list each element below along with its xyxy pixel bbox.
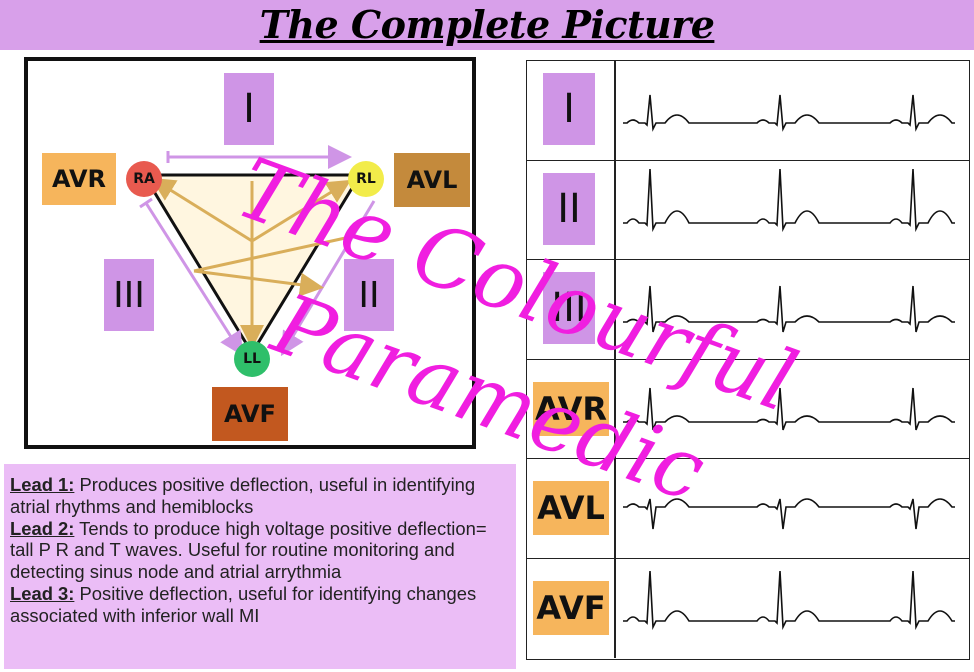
ecg-trace xyxy=(623,570,955,630)
ecg-trace xyxy=(623,168,955,232)
ecg-row: AVL xyxy=(527,459,969,559)
einthoven-diagram: I III II AVR AVL AVF RA RL LL xyxy=(24,57,476,449)
lead-iii-box: III xyxy=(104,259,154,331)
avf-label: AVF xyxy=(224,400,276,428)
ecg-row-label: II xyxy=(543,172,595,245)
ecg-row-label: AVL xyxy=(533,481,609,535)
ecg-trace xyxy=(623,498,955,530)
ecg-row-label: AVR xyxy=(533,381,609,436)
ecg-row: I xyxy=(527,61,969,161)
lead2-label: Lead 2: xyxy=(10,517,75,539)
row-divider xyxy=(614,359,616,458)
avl-label: AVL xyxy=(406,166,458,194)
ecg-row-label: III xyxy=(543,272,595,344)
lead-iii-arrow xyxy=(144,202,244,357)
ecg-waveform xyxy=(623,387,955,430)
lead-i-label: I xyxy=(243,86,255,132)
ecg-row-label: I xyxy=(543,73,595,145)
avr-vector xyxy=(150,177,253,243)
ll-node: LL xyxy=(234,341,270,377)
lead-ii-label: II xyxy=(358,274,380,316)
ecg-trace xyxy=(623,387,955,430)
lead-iii-label: III xyxy=(113,274,145,316)
ecg-row: AVR xyxy=(527,359,969,459)
row-divider xyxy=(614,558,616,658)
avr-label: AVR xyxy=(52,165,106,193)
ecg-row-label: AVF xyxy=(533,580,609,635)
lead3-label: Lead 3: xyxy=(10,582,75,604)
ecg-row: III xyxy=(527,260,969,360)
cross-vector-2 xyxy=(193,269,324,297)
rl-label: RL xyxy=(356,171,376,187)
ecg-row: AVF xyxy=(527,558,969,658)
ra-node: RA xyxy=(126,161,162,197)
ecg-row: II xyxy=(527,160,969,260)
lead-i-box: I xyxy=(224,73,274,145)
lead1-text: Produces positive deflection, useful in … xyxy=(10,474,476,517)
cross-vector-1 xyxy=(193,235,351,273)
lead3-text: Positive deflection, useful for identify… xyxy=(10,582,477,626)
lead-ii-arrow xyxy=(280,200,376,357)
row-divider xyxy=(614,459,616,558)
ecg-waveform xyxy=(623,94,955,132)
avl-box: AVL xyxy=(394,153,470,207)
ll-label: LL xyxy=(243,351,261,367)
ecg-waveform xyxy=(623,570,955,630)
row-divider xyxy=(614,260,616,359)
lead-ii-box: II xyxy=(344,259,394,331)
lead2-text: Tends to produce high voltage positive d… xyxy=(10,517,487,583)
ecg-waveform xyxy=(623,498,955,530)
avr-box: AVR xyxy=(42,153,116,205)
avf-box: AVF xyxy=(212,387,288,441)
row-divider xyxy=(614,61,616,160)
title-bar xyxy=(0,0,974,50)
ra-label: RA xyxy=(133,171,155,187)
einthoven-triangle xyxy=(139,145,376,357)
ecg-waveform xyxy=(623,168,955,232)
rl-node: RL xyxy=(348,161,384,197)
row-divider xyxy=(614,160,616,259)
avl-vector xyxy=(251,179,352,243)
ecg-waveform xyxy=(623,285,955,333)
lead-descriptions: Lead 1: Produces positive deflection, us… xyxy=(4,464,516,669)
lead1-label: Lead 1: xyxy=(10,474,75,495)
ecg-trace xyxy=(623,285,955,333)
ecg-trace xyxy=(623,94,955,132)
page-title: The Complete Picture xyxy=(259,2,715,47)
